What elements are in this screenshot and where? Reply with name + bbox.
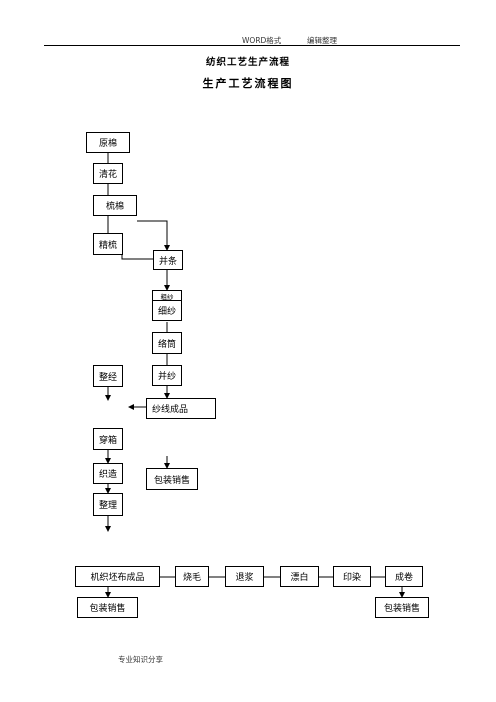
footer-text: 专业知识分享 [118,655,163,664]
arrow-jingshu-bingtiao [121,255,153,260]
step-zhengjing: 整经 [93,365,123,387]
step-shaxian: 纱线成品 [146,398,216,419]
step-piaobai: 漂白 [280,566,319,587]
step-jizhi: 机织坯布成品 [75,566,160,587]
step-shaomao: 烧毛 [175,566,209,587]
step-shumian: 梳棉 [93,195,137,216]
header-format: WORD格式 [242,36,282,45]
step-yinran: 印染 [333,566,371,587]
step-bingtiao: 并条 [153,250,183,270]
step-yuanmian: 原棉 [86,132,130,153]
step-baozhuang-3: 包装销售 [375,597,429,618]
step-chuanzong: 穿箱 [93,428,123,450]
header-rule [44,45,460,46]
chart-title: 生产工艺流程图 [202,77,294,90]
doc-title: 纺织工艺生产流程 [205,57,290,68]
step-baozhuang-1: 包装销售 [146,468,198,490]
step-zhizao: 织造 [93,463,123,484]
step-tuijiang: 退浆 [225,566,264,587]
arrow-shumian-bingtiao [137,220,170,251]
step-baozhuang-2: 包装销售 [77,597,138,618]
header-edit: 编辑整理 [307,36,337,45]
step-qinghua: 清花 [93,163,123,184]
step-zhengli: 整理 [93,493,123,516]
step-chengjuan: 成卷 [385,566,423,587]
step-luotong: 络筒 [152,332,182,354]
step-bingsha: 并纱 [152,365,182,386]
step-jingshu: 精梳 [93,233,123,255]
step-xisha: 细纱 [152,300,182,321]
